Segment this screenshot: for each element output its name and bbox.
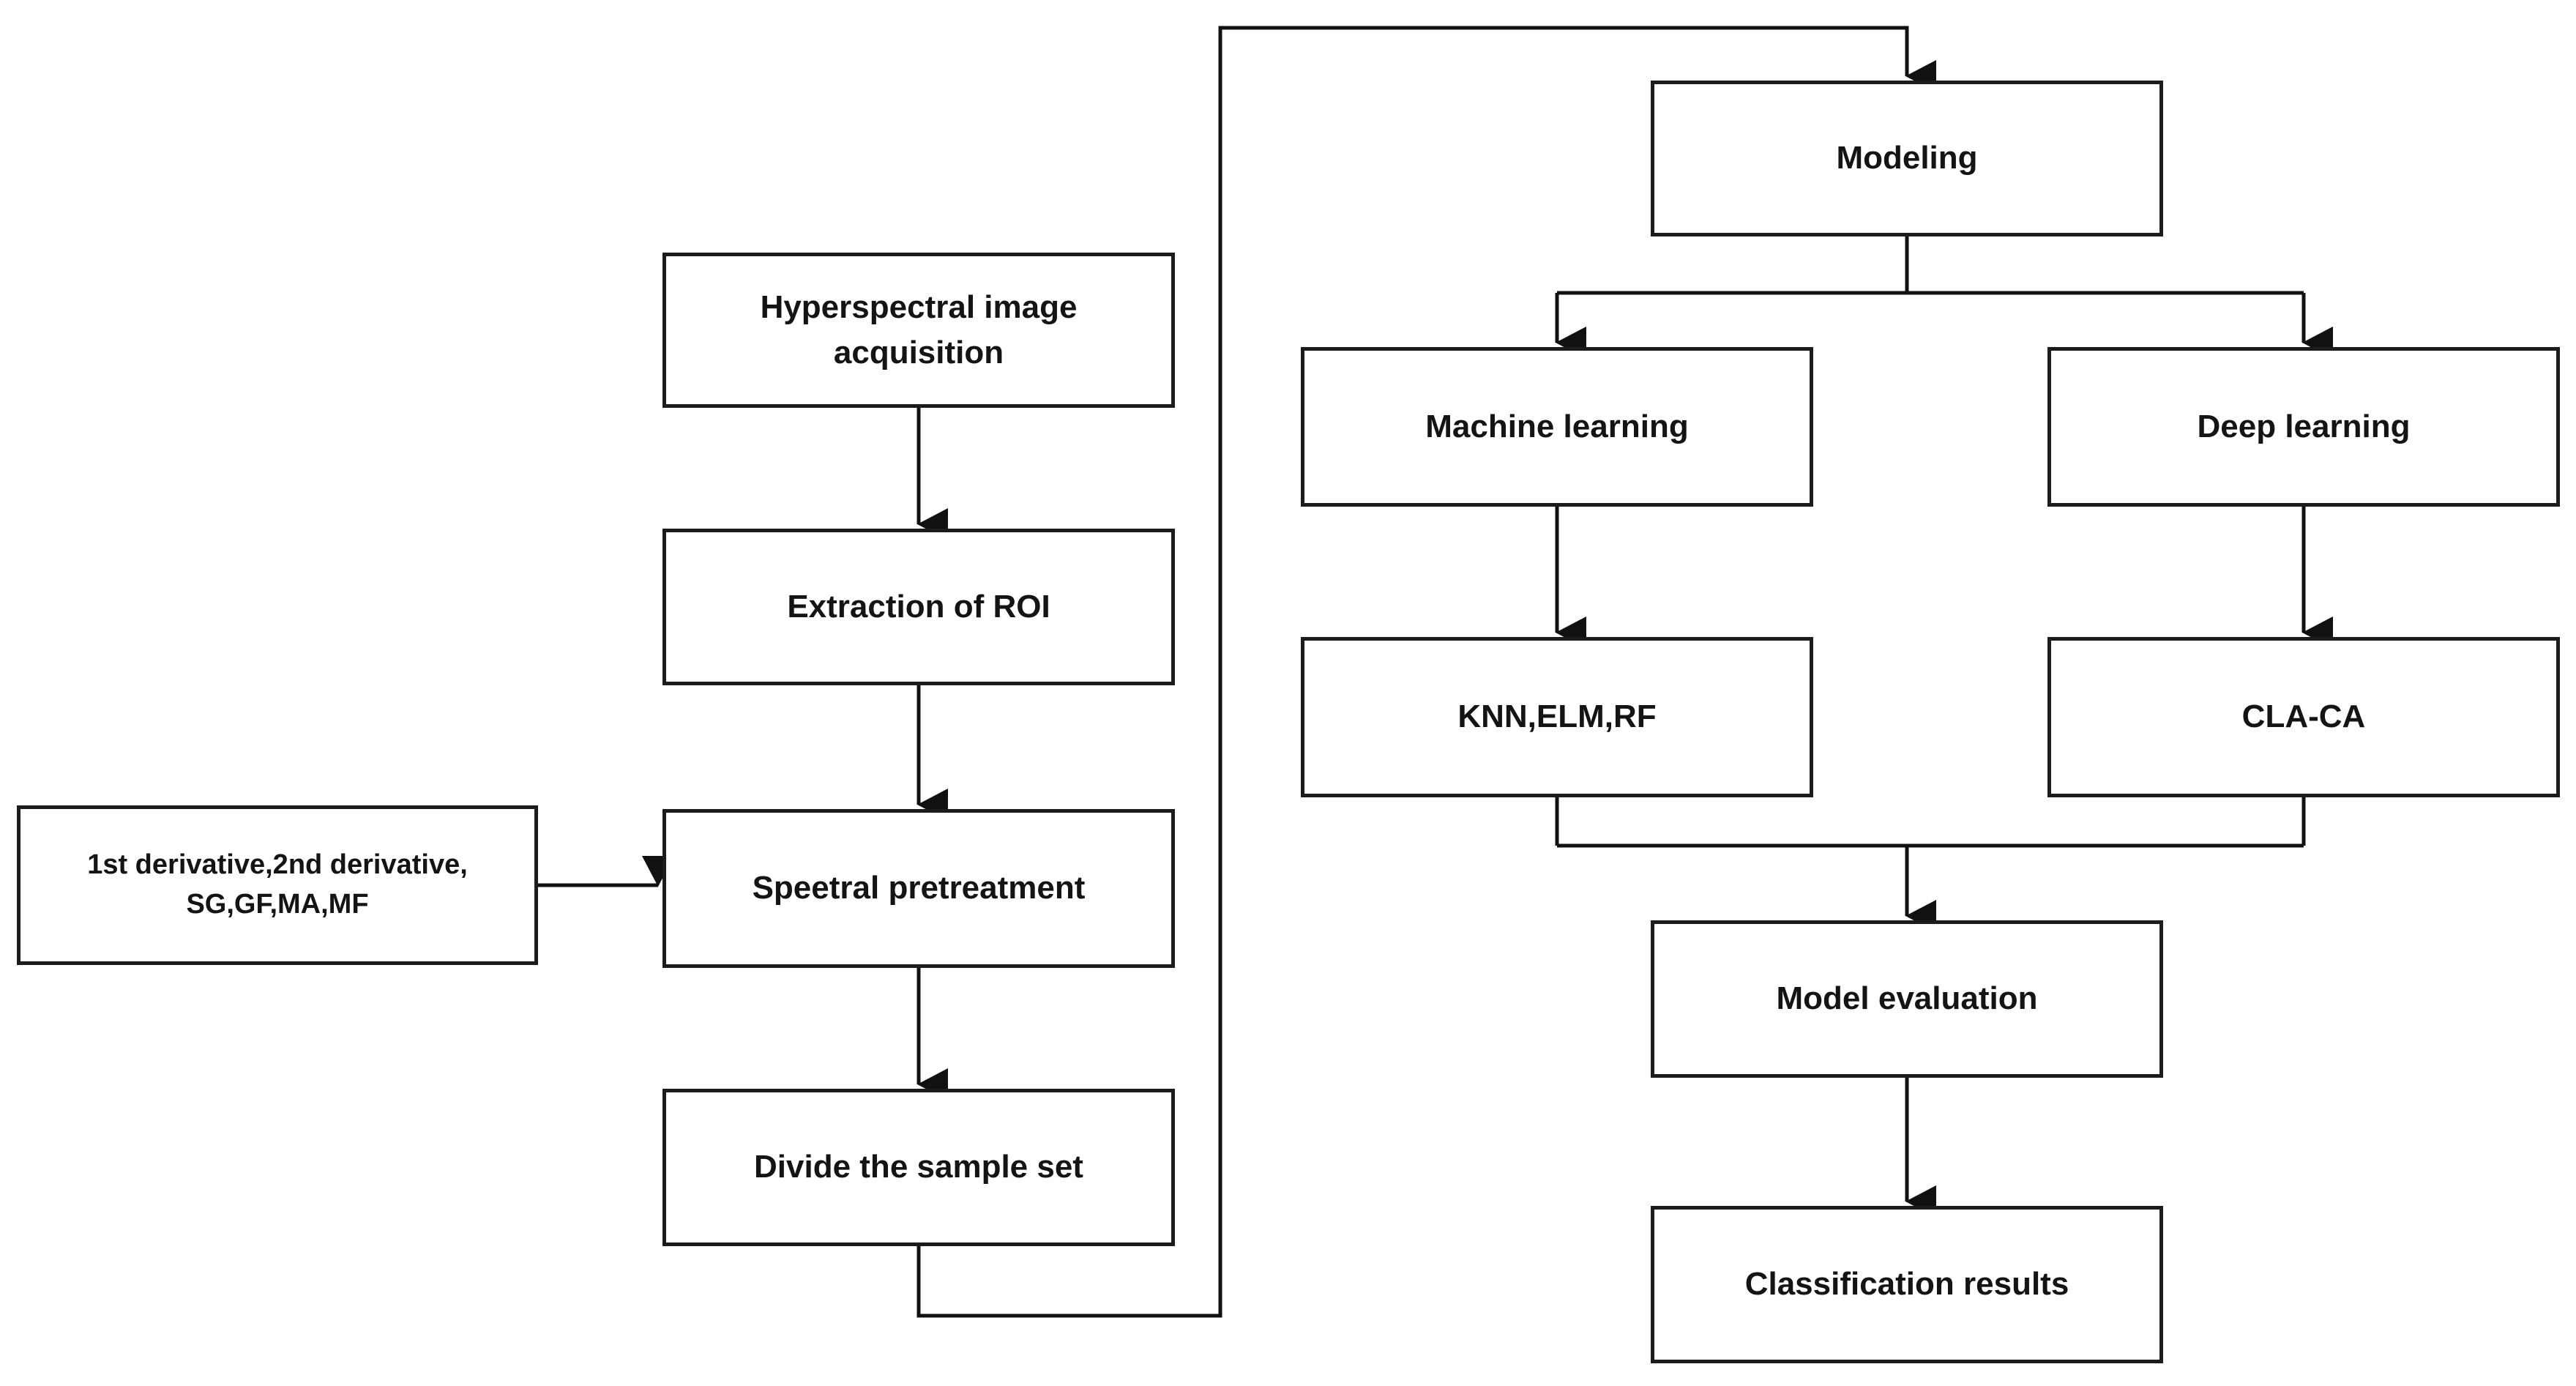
node-deep-learning: Deep learning xyxy=(2047,347,2560,507)
node-pretreatment-methods: 1st derivative,2nd derivative, SG,GF,MA,… xyxy=(17,805,538,965)
node-label: Hyperspectral image acquisition xyxy=(760,288,1078,370)
node-extraction-of-roi: Extraction of ROI xyxy=(662,529,1175,685)
node-divide-the-sample-set: Divide the sample set xyxy=(662,1089,1175,1246)
node-label: Extraction of ROI xyxy=(787,588,1050,625)
node-label: Machine learning xyxy=(1425,408,1689,444)
node-label: 1st derivative,2nd derivative, SG,GF,MA,… xyxy=(87,849,468,920)
node-hyperspectral-image-acquisition: Hyperspectral image acquisition xyxy=(662,253,1175,408)
node-label: Model evaluation xyxy=(1776,980,2038,1017)
node-label: Modeling xyxy=(1836,140,1978,176)
edge-divide-to-modeling xyxy=(916,26,1936,1318)
node-label: Deep learning xyxy=(2197,408,2411,444)
node-label: Classification results xyxy=(1744,1266,2069,1303)
node-knn-elm-rf: KNN,ELM,RF xyxy=(1301,637,1813,797)
node-label: KNN,ELM,RF xyxy=(1457,698,1657,735)
node-label: Divide the sample set xyxy=(754,1149,1083,1185)
node-spectral-pretreatment: Speetral pretreatment xyxy=(662,809,1175,968)
node-label: Speetral pretreatment xyxy=(752,870,1086,906)
node-cla-ca: CLA-CA xyxy=(2047,637,2560,797)
node-modeling: Modeling xyxy=(1651,81,2163,236)
node-label: CLA-CA xyxy=(2241,698,2366,735)
node-machine-learning: Machine learning xyxy=(1301,347,1813,507)
node-classification-results: Classification results xyxy=(1651,1206,2163,1363)
node-model-evaluation: Model evaluation xyxy=(1651,920,2163,1078)
